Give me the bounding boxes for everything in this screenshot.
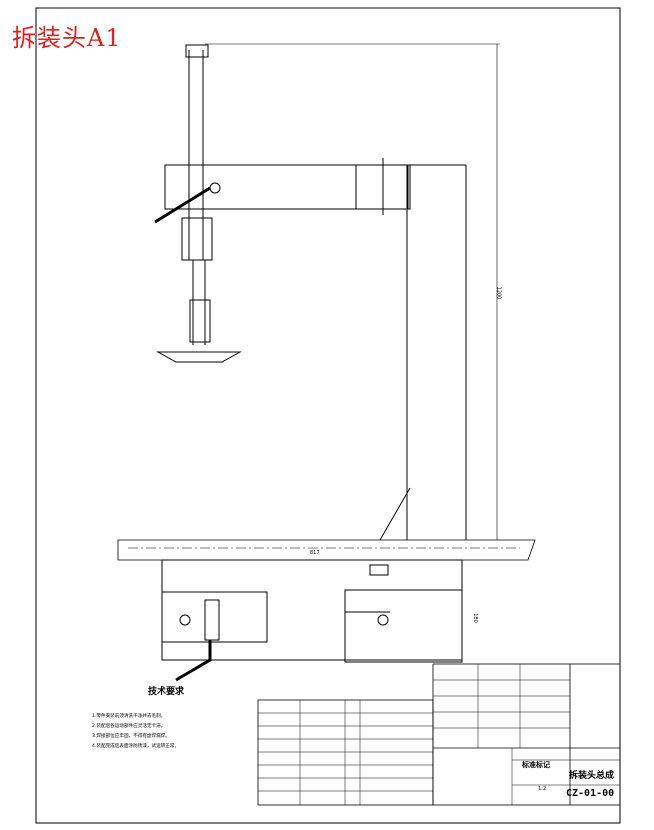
- drawing-title-label: 拆装头A1: [12, 24, 122, 52]
- tech-notes: 1.零件安装前须清洗干净并去毛刺。 2.装配后各运动部件应灵活无卡滞。 3.焊接…: [92, 712, 179, 752]
- tech-note: 3.焊接部位应牢固，不得有虚焊漏焊。: [92, 734, 170, 739]
- dimension-height: 1200: [495, 286, 502, 300]
- dimension-width: 817: [310, 550, 320, 556]
- title-block-name: 拆装头总成: [569, 771, 615, 781]
- tech-note: 4.装配完成后表面涂防锈漆，试运转正常。: [92, 744, 180, 749]
- dimension-section-height: 180: [471, 613, 478, 623]
- tech-note: 1.零件安装前须清洗干净并去毛刺。: [92, 714, 166, 719]
- title-block-scale: 1:2: [538, 786, 547, 792]
- tech-note: 2.装配后各运动部件应灵活无卡滞。: [92, 724, 166, 729]
- tech-requirements-title: 技术要求: [148, 687, 185, 697]
- title-block-code: CZ-01-00: [566, 788, 615, 799]
- title-block-std-mark: 标准标记: [522, 761, 550, 769]
- drawing-border: [35, 7, 621, 824]
